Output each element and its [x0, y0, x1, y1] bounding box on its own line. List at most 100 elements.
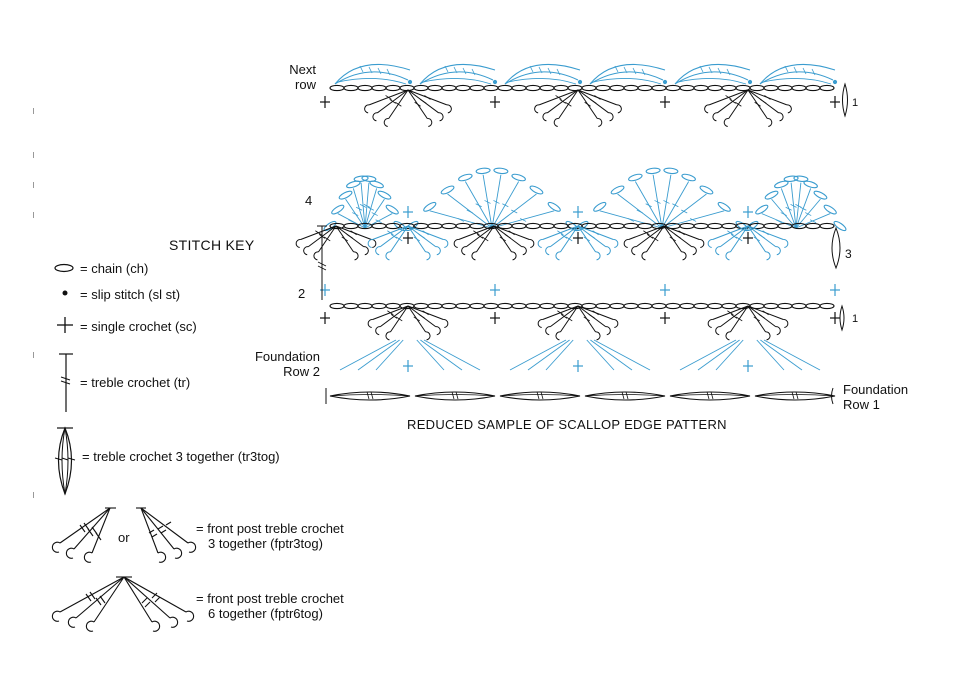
arc-chain	[802, 179, 819, 190]
fptr-tick	[418, 234, 426, 239]
arc-spoke-tick	[636, 209, 643, 214]
next-row-chain	[329, 84, 835, 92]
chain-stitch	[791, 302, 807, 310]
scallop-arc-line	[674, 71, 749, 85]
scallop-tick	[632, 67, 637, 75]
slip-stitch-dot	[747, 79, 753, 85]
edge-tick	[317, 265, 327, 271]
margin-mark	[33, 212, 34, 218]
fptr-hook	[765, 331, 771, 341]
fptr6tog-fan	[364, 89, 452, 127]
single-crochet-icon	[57, 317, 73, 333]
fptr-tick	[390, 234, 398, 239]
chain-stitch	[763, 302, 779, 310]
scallop-arc-line	[504, 64, 581, 85]
single-crochet	[489, 283, 501, 297]
arc-spoke-tick	[367, 206, 375, 211]
scallop-arc-line	[507, 77, 577, 85]
arc-spoke	[795, 213, 831, 229]
chain-stitch	[623, 302, 639, 310]
key-fptr6tog-line2: 6 together (fptr6tog)	[208, 606, 323, 621]
arc-spoke	[780, 188, 797, 229]
fptr-hook	[597, 117, 603, 127]
fptr-hook	[778, 112, 784, 122]
arc-spoke	[661, 210, 725, 229]
fptr-tick	[559, 99, 566, 104]
chain-stitch	[805, 84, 821, 92]
fptr-tick	[669, 236, 676, 242]
fptr-tick	[418, 314, 426, 319]
fptr-tick	[389, 99, 396, 104]
fptr-tick	[555, 95, 562, 100]
fptr6tog-fan	[534, 89, 622, 127]
chain-stitch	[763, 84, 779, 92]
chain-stitch	[805, 222, 821, 230]
chain-stitch	[511, 302, 527, 310]
chain-stitch	[721, 302, 737, 310]
tr3tog-lens-row1	[839, 304, 845, 332]
arc-chain	[457, 172, 474, 183]
scallop-arc-line	[419, 71, 494, 85]
fptr-hook	[375, 326, 381, 336]
arc-spoke-tick	[790, 204, 797, 208]
row-4-scallop	[404, 166, 580, 233]
row-1-fan	[707, 305, 789, 341]
tr3tog-horizontal	[584, 391, 666, 401]
fptr-tick	[588, 234, 596, 239]
single-crochet	[489, 95, 501, 109]
scallop-tick	[623, 66, 628, 74]
chain-stitch	[581, 84, 597, 92]
fptr-hook	[534, 104, 540, 114]
chain-stitch	[637, 222, 653, 230]
arc-spoke-tick	[785, 206, 792, 211]
single-crochet	[742, 205, 754, 219]
scallop-tick	[726, 68, 731, 76]
foundation-row-2	[339, 339, 821, 371]
fptr-tick	[643, 230, 650, 236]
chain-stitch	[609, 222, 625, 230]
fptr-tick	[424, 95, 431, 100]
tr3tog-horizontal	[329, 391, 411, 401]
key-chain-text: = chain (ch)	[80, 261, 149, 276]
fptr-hook	[537, 319, 543, 329]
foundation-treble	[357, 339, 400, 371]
scallop-tick	[444, 65, 449, 73]
chain-stitch	[371, 84, 387, 92]
chain-stitch	[749, 84, 765, 92]
fptr-hook	[631, 246, 637, 256]
fptr-hook	[435, 246, 441, 256]
chain-stitch	[819, 84, 835, 92]
scallop-arc-line	[589, 64, 666, 85]
arc-spoke	[491, 181, 520, 229]
single-crochet	[829, 95, 841, 109]
fptr-hook	[303, 246, 309, 256]
fptr-hook	[765, 251, 771, 261]
fptr-tick	[420, 99, 427, 104]
chain-stitch	[441, 84, 457, 92]
row-2-label: 2	[298, 286, 306, 301]
arc-chain	[475, 166, 491, 175]
arc-spoke-tick	[493, 200, 500, 204]
fptr-hook	[608, 112, 614, 122]
edge-tick	[317, 261, 327, 267]
fptr-hook	[775, 326, 781, 336]
chain-stitch	[329, 302, 345, 310]
arc-spoke	[795, 188, 812, 229]
arc-spoke-tick	[511, 209, 518, 214]
arc-spoke	[761, 213, 797, 229]
fptr-tick	[557, 230, 564, 236]
fptr-hook	[511, 251, 517, 261]
next-row-label: Next row	[270, 62, 316, 92]
foundation-treble	[420, 339, 463, 371]
foundation-row-1-label: Foundation Row 1	[843, 382, 908, 412]
fptr-tick	[764, 95, 771, 100]
foundation-treble	[715, 339, 744, 371]
fptr-hook	[372, 112, 378, 122]
chain-stitch	[441, 222, 457, 230]
chain-stitch	[679, 222, 695, 230]
chain-stitch	[693, 222, 709, 230]
fptr-tick	[422, 230, 429, 236]
foundation-row-1	[325, 387, 836, 405]
fptr-hook	[767, 117, 773, 127]
scallop-tick	[811, 68, 816, 76]
